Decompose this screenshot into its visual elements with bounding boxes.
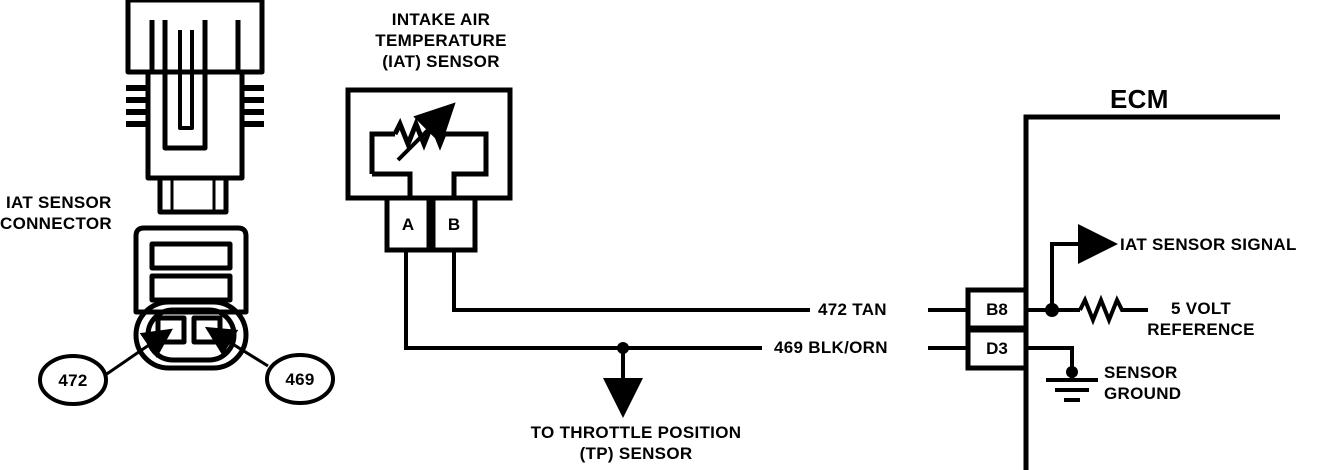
sensor-title: INTAKE AIR TEMPERATURE (IAT) SENSOR	[346, 9, 536, 72]
ecm-pin-d3-label: D3	[986, 339, 1008, 358]
callout-472-label: 472	[58, 371, 88, 390]
callout-469-label: 469	[285, 370, 315, 389]
wire-469-blk-orn-label: 469 BLK/ORN	[774, 338, 888, 357]
sensor-ground-label: SENSOR GROUND	[1104, 362, 1181, 404]
sensor-title-line-1: INTAKE AIR	[391, 10, 491, 29]
sensor-pin-b-label: B	[447, 215, 461, 234]
ecm-junction	[1045, 303, 1059, 317]
connector-title-line-1: IAT SENSOR	[6, 193, 112, 212]
five-volt-line-1: 5 VOLT	[1170, 299, 1232, 318]
five-volt-line-2: REFERENCE	[1147, 320, 1255, 339]
five-volt-reference-label: 5 VOLT REFERENCE	[1136, 298, 1266, 340]
tp-sensor-line-1: TO THROTTLE POSITION	[530, 423, 742, 442]
tp-sensor-label: TO THROTTLE POSITION (TP) SENSOR	[506, 422, 766, 464]
wiring	[404, 250, 968, 418]
connector-illustration	[97, 0, 269, 382]
sensor-ground-line-1: SENSOR	[1104, 363, 1178, 382]
iat-sensor-block	[345, 87, 513, 253]
sensor-pin-a-label: A	[401, 215, 415, 234]
connector-title: IAT SENSOR CONNECTOR	[0, 192, 112, 234]
ecm-block	[965, 114, 1280, 470]
iat-sensor-signal-label: IAT SENSOR SIGNAL	[1120, 235, 1297, 254]
callout-472-oval	[38, 354, 108, 406]
callout-469-oval	[265, 353, 335, 405]
splice-junction	[617, 342, 629, 354]
ground-junction	[1066, 366, 1078, 378]
connector-title-line-2: CONNECTOR	[0, 214, 112, 233]
tp-sensor-line-2: (TP) SENSOR	[579, 444, 693, 463]
sensor-title-line-2: TEMPERATURE	[375, 31, 507, 50]
wire-472-tan-label: 472 TAN	[818, 300, 887, 319]
ecm-pin-b8-label: B8	[986, 300, 1008, 319]
ecm-title: ECM	[1110, 84, 1169, 114]
sensor-title-line-3: (IAT) SENSOR	[382, 52, 500, 71]
sensor-ground-line-2: GROUND	[1104, 384, 1182, 403]
